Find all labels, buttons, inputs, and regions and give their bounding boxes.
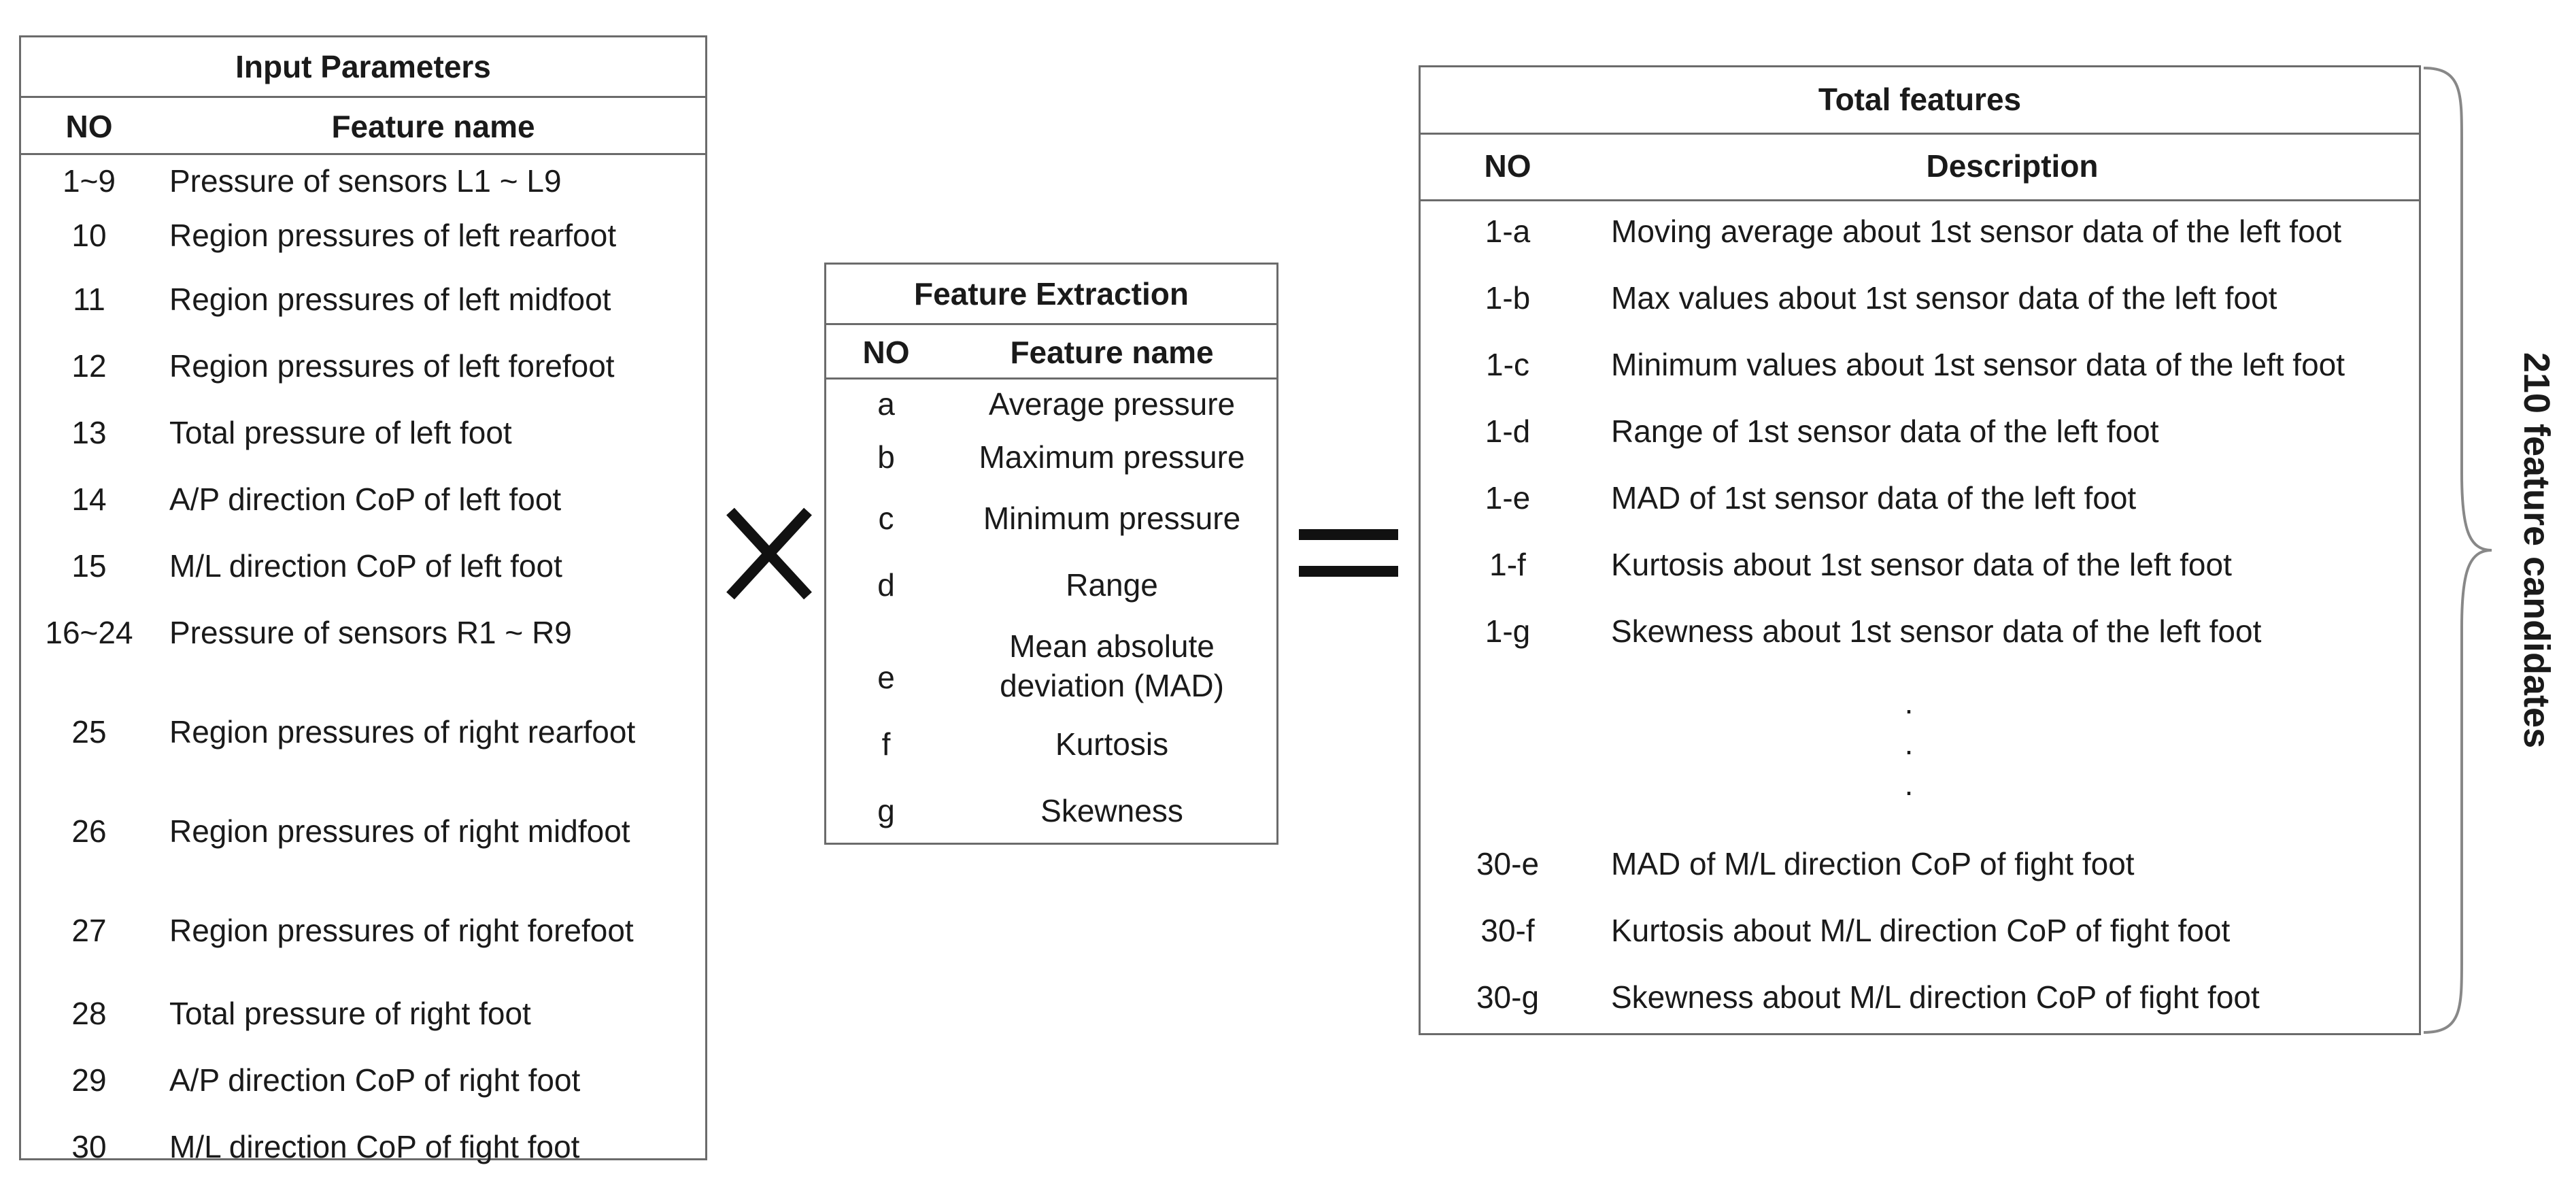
column-header-no: NO bbox=[65, 109, 113, 144]
input-parameters-title: Input Parameters bbox=[235, 49, 491, 84]
table-row-name: Skewness bbox=[1040, 793, 1183, 828]
divider bbox=[21, 96, 705, 98]
table-row-name-line2: deviation (MAD) bbox=[1000, 668, 1224, 703]
table-row-no: 1-f bbox=[1489, 547, 1526, 582]
table-row-no: a bbox=[877, 386, 895, 422]
total-feature-count-label: 210 feature candidates bbox=[2516, 352, 2557, 749]
table-row-name: A/P direction CoP of right foot bbox=[169, 1062, 581, 1098]
divider bbox=[826, 323, 1276, 325]
table-row-no: f bbox=[881, 726, 891, 762]
table-row-no: 14 bbox=[71, 482, 107, 517]
divider bbox=[1421, 199, 2419, 201]
table-row-description: MAD of M/L direction CoP of fight foot bbox=[1611, 846, 2135, 881]
table-row-no: 30-f bbox=[1480, 913, 1535, 948]
table-row-no: 1-b bbox=[1485, 280, 1531, 316]
input-parameters-table: Input Parameters NO Feature name 1~9 Pre… bbox=[19, 35, 707, 1164]
table-row-name: Pressure of sensors R1 ~ R9 bbox=[169, 615, 572, 650]
table-row-no: 12 bbox=[71, 348, 107, 384]
total-features-table: Total features NO Description 1-a Moving… bbox=[1419, 65, 2421, 1035]
table-row-no: 28 bbox=[71, 996, 107, 1031]
table-row-no: 30-e bbox=[1476, 846, 1540, 881]
table-row-no: 1-e bbox=[1485, 480, 1531, 516]
divider bbox=[1421, 133, 2419, 135]
table-row-no: 13 bbox=[71, 415, 107, 450]
table-row-no: 1-g bbox=[1485, 613, 1531, 649]
table-row-no: 27 bbox=[71, 913, 107, 948]
table-row-name: Region pressures of right forefoot bbox=[169, 913, 634, 948]
table-row-description: Moving average about 1st sensor data of … bbox=[1611, 214, 2342, 249]
divider bbox=[826, 377, 1276, 380]
table-row-no: 26 bbox=[71, 813, 107, 849]
table-row-description: Kurtosis about M/L direction CoP of figh… bbox=[1611, 913, 2231, 948]
table-row-no: b bbox=[877, 439, 895, 475]
table-row-description: Skewness about M/L direction CoP of figh… bbox=[1611, 979, 2260, 1015]
table-row-description: Skewness about 1st sensor data of the le… bbox=[1611, 613, 2262, 649]
table-row-description: MAD of 1st sensor data of the left foot bbox=[1611, 480, 2137, 516]
table-row-description: Range of 1st sensor data of the left foo… bbox=[1611, 414, 2159, 449]
total-features-title: Total features bbox=[1818, 82, 2022, 117]
table-row-no: 1-a bbox=[1485, 214, 1531, 249]
table-row-no: e bbox=[877, 660, 895, 695]
table-row-no: c bbox=[878, 501, 894, 536]
table-row-name: Total pressure of right foot bbox=[169, 996, 531, 1031]
table-row-no: 16~24 bbox=[45, 615, 133, 650]
table-row-name: Minimum pressure bbox=[983, 501, 1241, 536]
table-row-no: 15 bbox=[71, 548, 107, 584]
ellipsis-dot: . bbox=[1904, 685, 1914, 720]
ellipsis-dot: . bbox=[1904, 767, 1914, 802]
table-row-name: Region pressures of right rearfoot bbox=[169, 714, 636, 750]
column-header-no: NO bbox=[1484, 148, 1531, 184]
column-header-no: NO bbox=[862, 335, 910, 370]
table-row-name: M/L direction CoP of left foot bbox=[169, 548, 562, 584]
table-row-description: Max values about 1st sensor data of the … bbox=[1611, 280, 2277, 316]
table-row-no: 29 bbox=[71, 1062, 107, 1098]
column-header-feature-name: Feature name bbox=[331, 109, 535, 144]
column-header-feature-name: Feature name bbox=[1010, 335, 1214, 370]
divider bbox=[21, 153, 705, 155]
column-header-description: Description bbox=[1926, 148, 2099, 184]
table-row-name: Region pressures of right midfoot bbox=[169, 813, 630, 849]
table-row-description: Minimum values about 1st sensor data of … bbox=[1611, 347, 2345, 382]
ellipsis-dot: . bbox=[1904, 726, 1914, 761]
table-row-no: 30-g bbox=[1476, 979, 1540, 1015]
table-row-no: 1-c bbox=[1486, 347, 1529, 382]
table-row-name: Region pressures of left midfoot bbox=[169, 282, 611, 317]
table-row-no: g bbox=[877, 793, 895, 828]
curly-brace-icon bbox=[2423, 67, 2492, 1034]
feature-extraction-title: Feature Extraction bbox=[914, 276, 1189, 312]
table-row-name: Range bbox=[1066, 567, 1158, 603]
table-row-no: 11 bbox=[73, 282, 105, 317]
multiply-sign-icon bbox=[726, 507, 812, 600]
table-row-name: M/L direction CoP of fight foot bbox=[169, 1129, 580, 1164]
feature-extraction-table: Feature Extraction NO Feature name a Ave… bbox=[824, 263, 1278, 845]
table-row-name: A/P direction CoP of left foot bbox=[169, 482, 562, 517]
table-row-no: 25 bbox=[71, 714, 107, 750]
table-row-name: Pressure of sensors L1 ~ L9 bbox=[169, 163, 562, 199]
table-row-no: 10 bbox=[71, 218, 107, 253]
table-row-name: Mean absolute bbox=[1009, 628, 1215, 664]
table-row-name: Total pressure of left foot bbox=[169, 415, 512, 450]
table-row-name: Region pressures of left forefoot bbox=[169, 348, 615, 384]
table-row-no: 1-d bbox=[1485, 414, 1531, 449]
table-row-name: Kurtosis bbox=[1055, 726, 1169, 762]
table-row-name: Maximum pressure bbox=[979, 439, 1245, 475]
table-row-description: Kurtosis about 1st sensor data of the le… bbox=[1611, 547, 2232, 582]
table-row-name: Region pressures of left rearfoot bbox=[169, 218, 617, 253]
table-row-no: 1~9 bbox=[62, 163, 116, 199]
table-row-no: d bbox=[877, 567, 895, 603]
equals-sign-icon bbox=[1299, 529, 1398, 577]
table-row-no: 30 bbox=[71, 1129, 107, 1164]
table-row-name: Average pressure bbox=[988, 386, 1236, 422]
